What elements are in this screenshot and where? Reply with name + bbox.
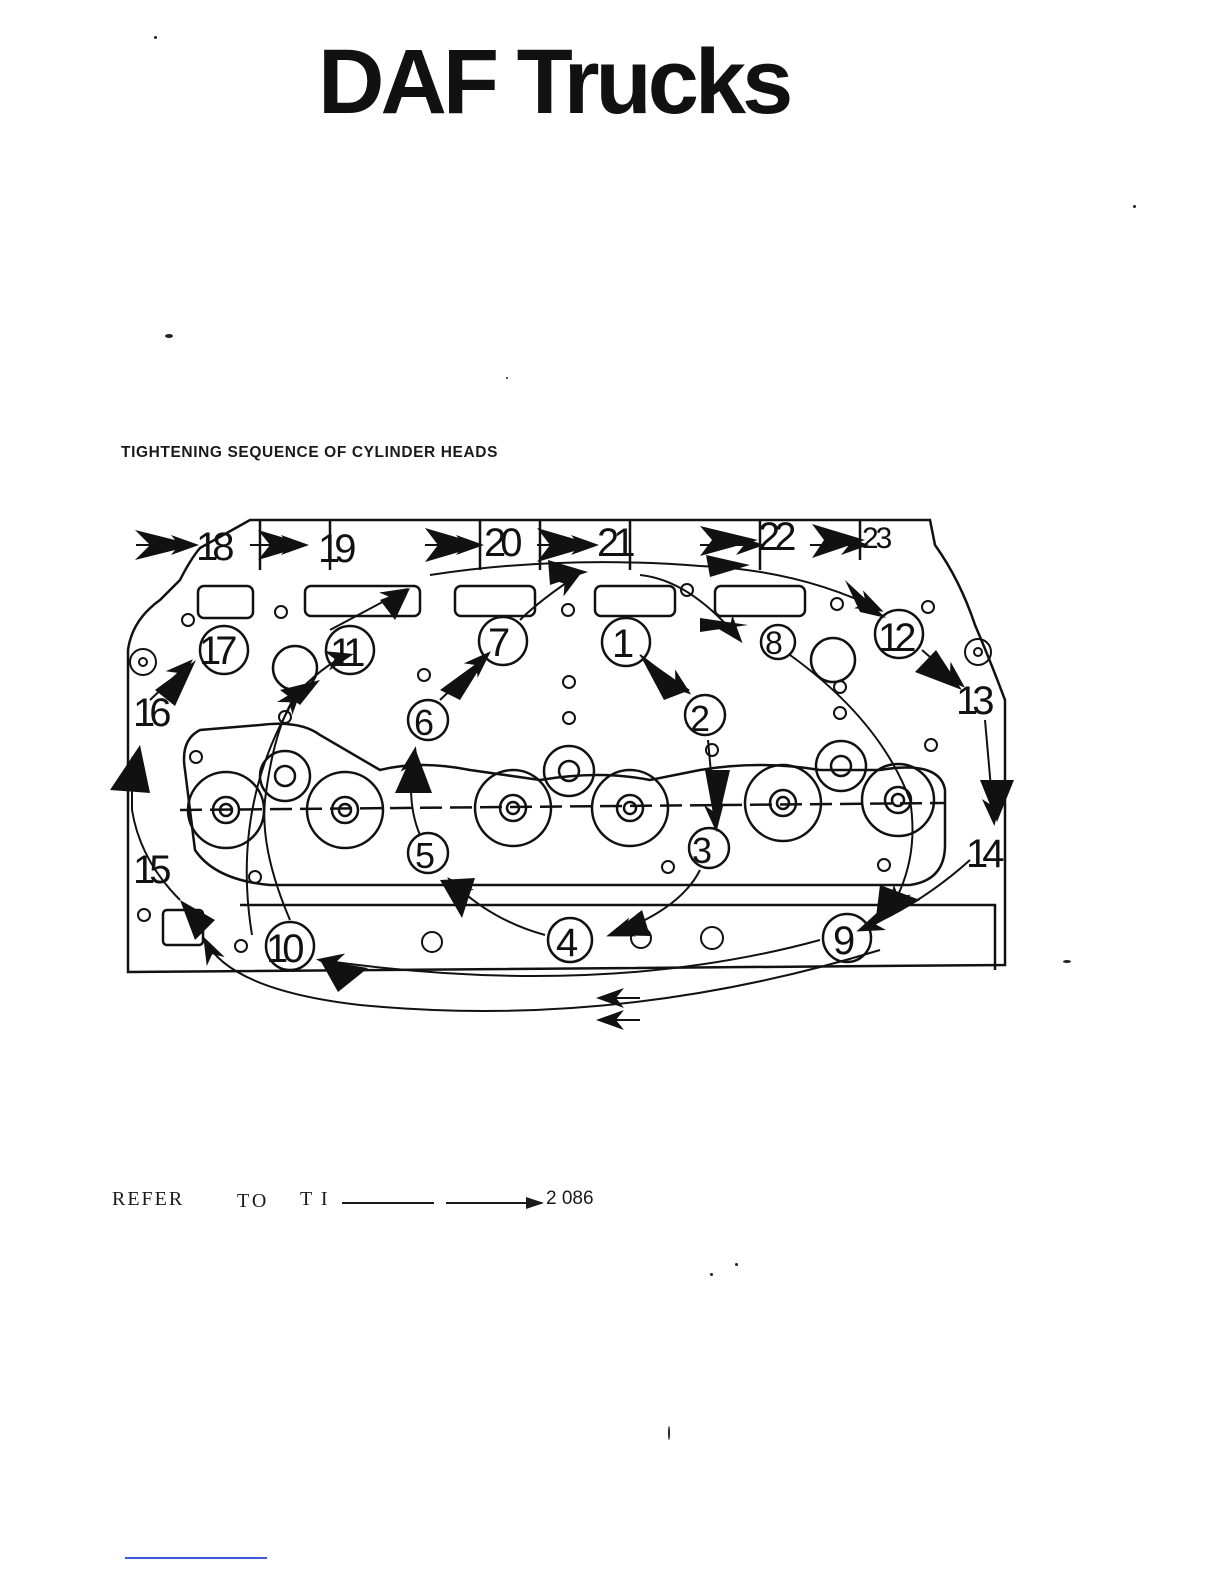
- scan-speck: [710, 1273, 713, 1276]
- seq-label: 9: [833, 919, 855, 963]
- seq-label: 3: [692, 830, 712, 871]
- reference-arrow-gap: [434, 1200, 446, 1206]
- seq-label: 19: [318, 527, 355, 571]
- seq-label: 16: [133, 691, 170, 735]
- scan-speck: [1063, 960, 1071, 963]
- seq-label: 14: [966, 832, 1004, 876]
- scan-speck: [165, 334, 173, 338]
- port-slots: [163, 586, 805, 945]
- seq-label: 11: [330, 631, 364, 675]
- bores: [180, 638, 945, 848]
- seq-label: 21: [597, 521, 634, 565]
- seq-label: 18: [196, 525, 233, 569]
- seq-label: 1: [612, 622, 634, 666]
- seq-label: 20: [484, 521, 521, 565]
- seq-label: 4: [556, 921, 578, 965]
- seq-label: 17: [199, 629, 236, 673]
- footer-rule: [125, 1557, 267, 1559]
- seq-label: 7: [488, 621, 510, 665]
- refer-word: REFER: [112, 1188, 184, 1211]
- scan-speck: [154, 36, 157, 39]
- seq-label: 6: [414, 702, 434, 743]
- ti-word: T I: [300, 1188, 330, 1211]
- seq-label: 15: [133, 848, 170, 892]
- reference-code: 2 086: [546, 1188, 594, 1210]
- scan-speck: [668, 1426, 670, 1440]
- reference-arrow-head: [526, 1197, 544, 1209]
- seq-label: 13: [956, 679, 993, 723]
- seq-label: 23: [862, 522, 892, 555]
- seq-label: 10: [266, 927, 303, 971]
- sequence-numbers: 1 2 3 4 5 6 7 8 9 10 11 12 13 14 15 16 1…: [133, 515, 1004, 971]
- seq-label: 5: [415, 835, 435, 876]
- scan-speck: [1133, 205, 1136, 208]
- seq-label: 22: [758, 515, 795, 559]
- seq-label: 12: [878, 616, 915, 660]
- sequence-bolts: [200, 610, 923, 970]
- seq-label: 8: [765, 625, 783, 661]
- scan-speck: [735, 1263, 738, 1266]
- scan-speck: [506, 377, 508, 379]
- to-word: TO: [237, 1190, 269, 1213]
- seq-label: 2: [690, 698, 710, 739]
